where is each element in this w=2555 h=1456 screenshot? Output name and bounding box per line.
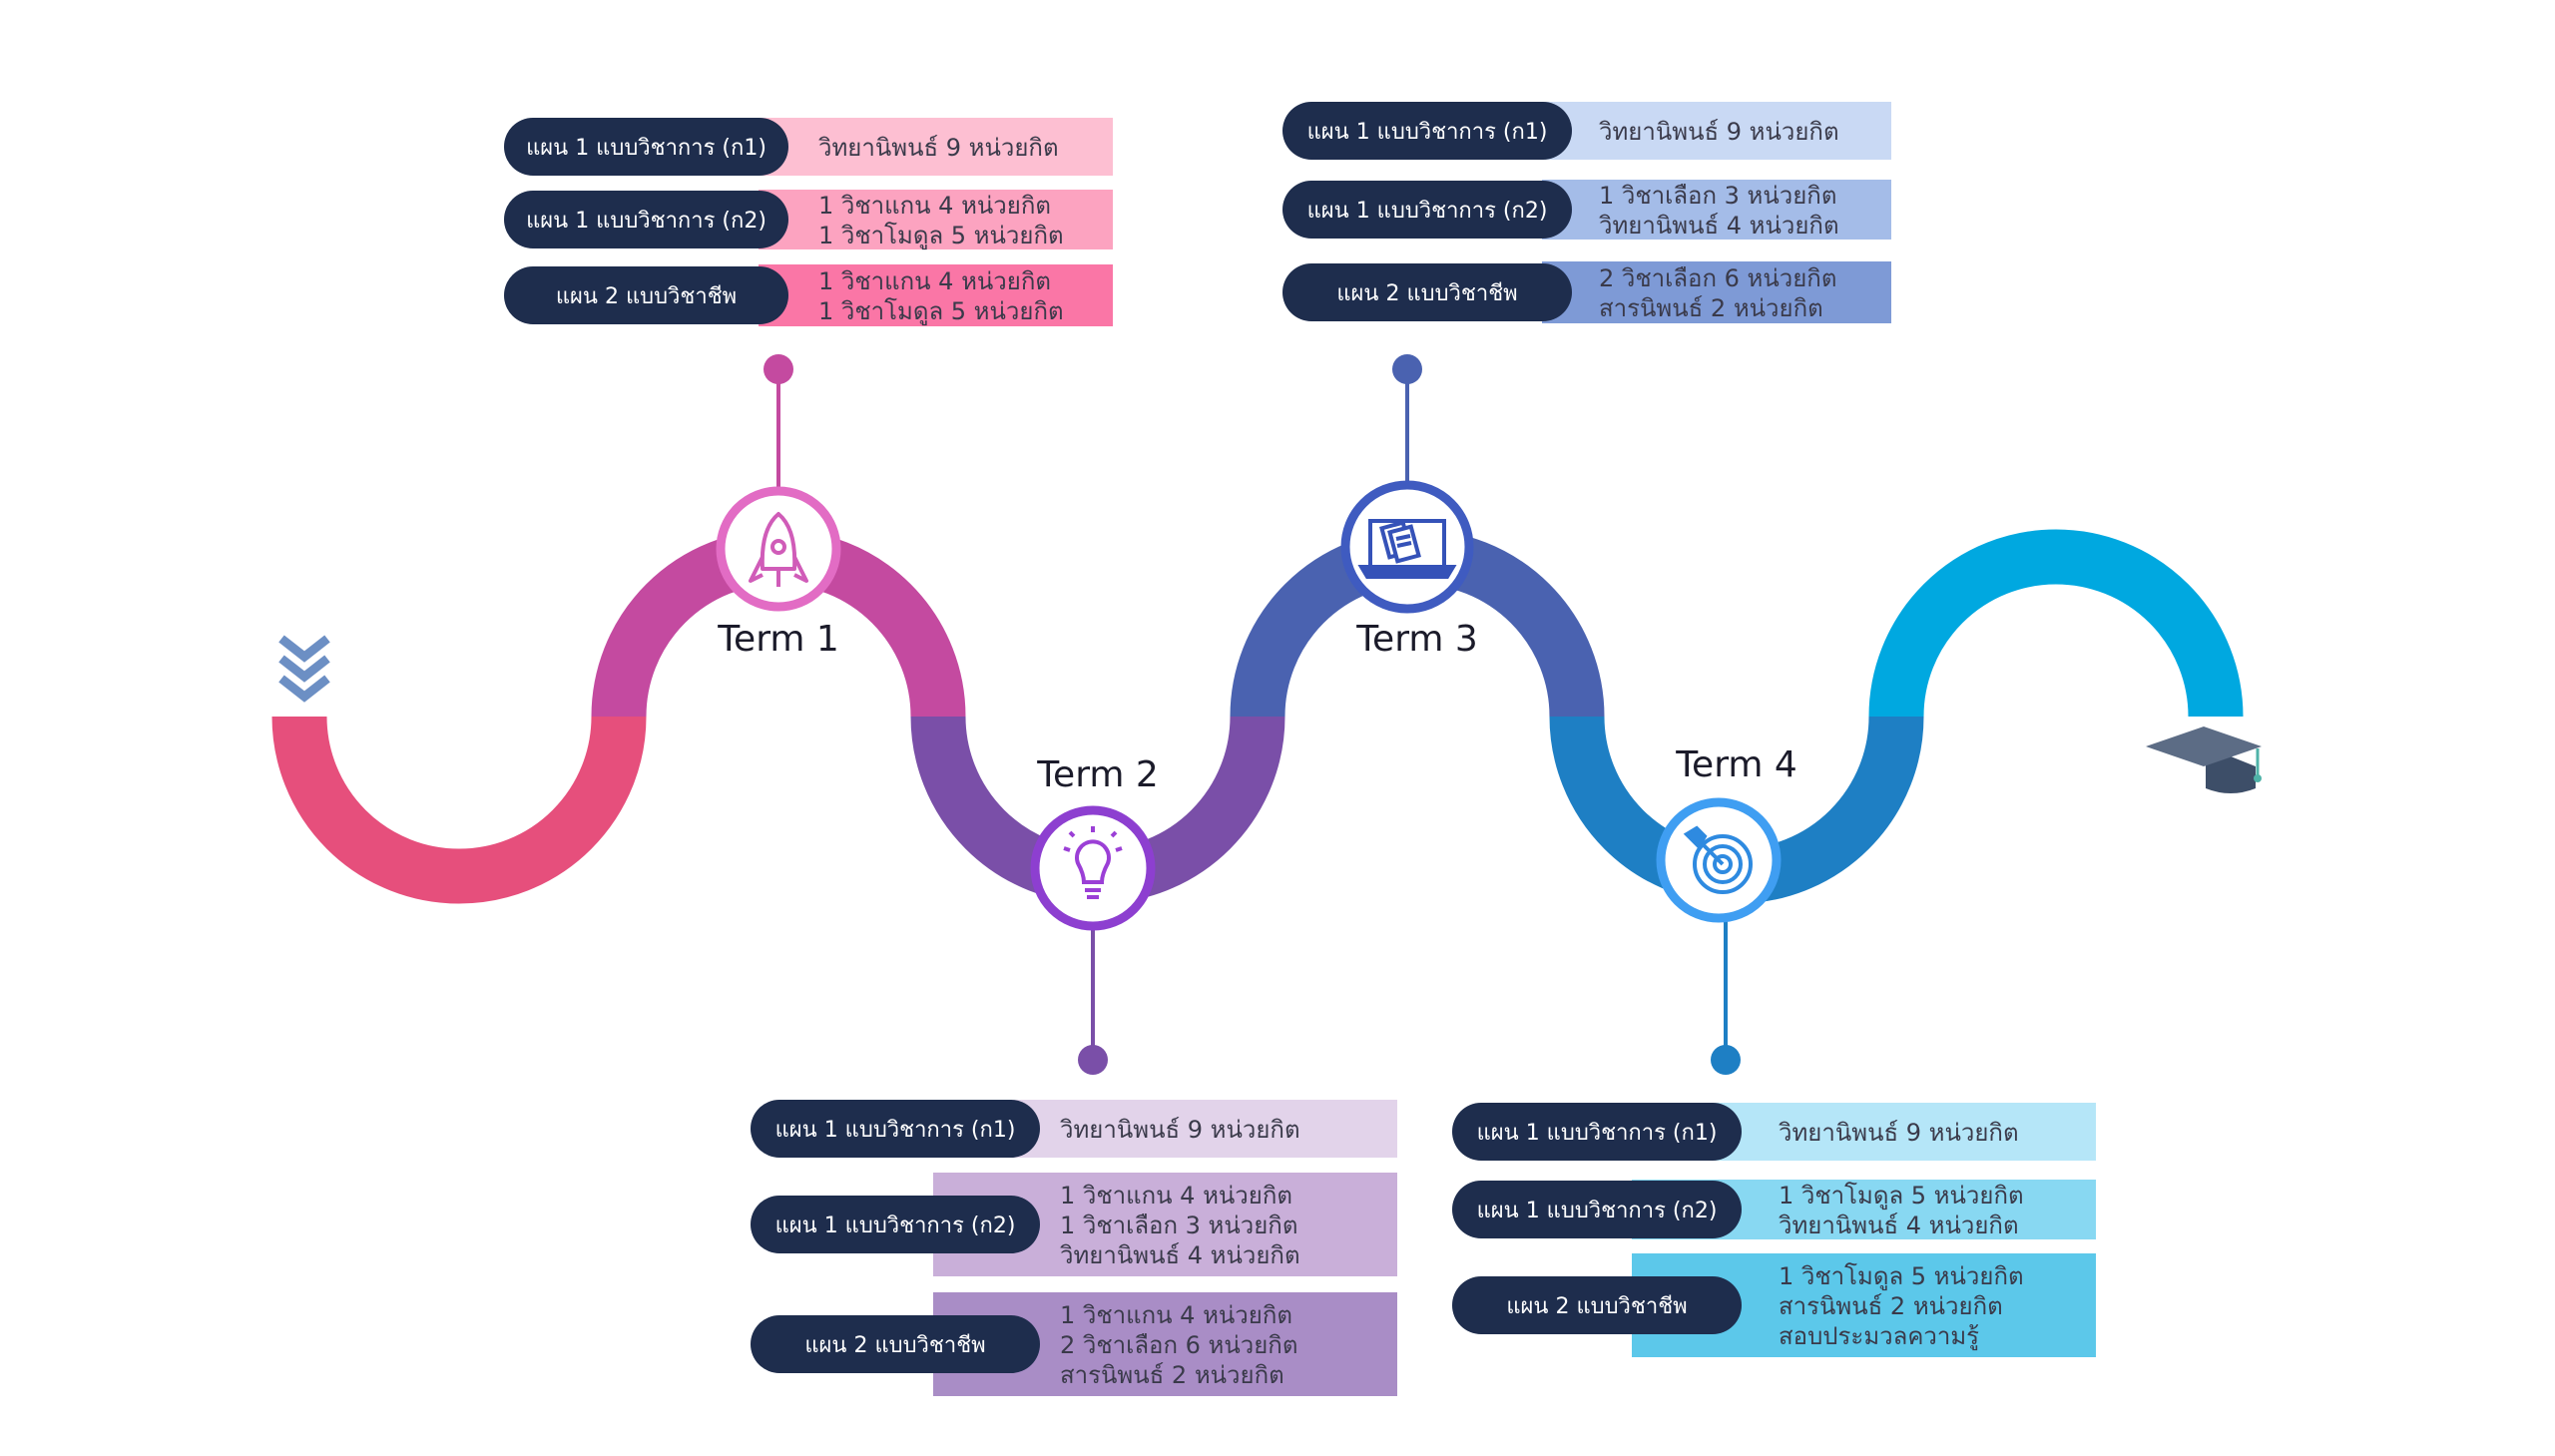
- plan-name-label: แผน 1 แบบวิชาการ (ก1): [1307, 120, 1548, 145]
- plan-detail-line: 1 วิชาโมดูล 5 หน่วยกิต: [1779, 1182, 2024, 1211]
- term3-label: Term 3: [1355, 619, 1478, 660]
- plan-name-pill: [1282, 102, 1572, 160]
- plan-name-label: แผน 1 แบบวิชาการ (ก1): [526, 136, 766, 161]
- target-icon: [1683, 825, 1753, 894]
- plan-detail-line: สารนิพนธ์ 2 หน่วยกิต: [1779, 1292, 2003, 1320]
- term2-node: Term 2: [1030, 754, 1159, 1075]
- term3-node: Term 3: [1340, 354, 1478, 660]
- plan-detail-line: วิทยานิพนธ์ 9 หน่วยกิต: [817, 134, 1058, 162]
- plan-name-label: แผน 2 แบบวิชาชีพ: [556, 284, 737, 309]
- plan-detail-line: วิทยานิพนธ์ 9 หน่วยกิต: [1059, 1116, 1299, 1144]
- plan-name-pill: [1282, 263, 1572, 321]
- term4-node: Term 4: [1656, 744, 1797, 1075]
- plan-detail-line: สารนิพนธ์ 2 หน่วยกิต: [1599, 294, 1823, 322]
- timeline-wave: [271, 529, 2244, 904]
- term4-plan-row: แผน 1 แบบวิชาการ (ก2) 1 วิชาโมดูล 5 หน่วย…: [1452, 1180, 2096, 1239]
- plan-name-label: แผน 2 แบบวิชาชีพ: [1506, 1294, 1687, 1319]
- graduation-cap-icon: [2146, 727, 2262, 793]
- plan-name-label: แผน 2 แบบวิชาชีพ: [1336, 281, 1517, 306]
- plan-name-pill: [751, 1315, 1040, 1373]
- plan-name-label: แผน 1 แบบวิชาการ (ก1): [775, 1118, 1016, 1143]
- term4-plan-row: แผน 2 แบบวิชาชีพ 1 วิชาโมดูล 5 หน่วยกิตสา…: [1452, 1253, 2096, 1357]
- plan-detail-box: [759, 118, 1113, 176]
- plan-detail-line: 2 วิชาเลือก 6 หน่วยกิต: [1060, 1331, 1297, 1359]
- plan-detail-line: 1 วิชาโมดูล 5 หน่วยกิต: [1779, 1262, 2024, 1291]
- plan-detail-line: วิทยานิพนธ์ 4 หน่วยกิต: [1598, 212, 1838, 240]
- term4-label: Term 4: [1675, 744, 1797, 785]
- plan-name-pill: [504, 118, 788, 176]
- plan-name-pill: [1282, 181, 1572, 239]
- wave-segment-end: [1868, 529, 2244, 717]
- term1-node: Term 1: [716, 354, 841, 660]
- plan-detail-line: วิทยานิพนธ์ 4 หน่วยกิต: [1778, 1212, 2018, 1239]
- plan-detail-line: 2 วิชาเลือก 6 หน่วยกิต: [1599, 264, 1836, 292]
- plan-detail-line: 1 วิชาแกน 4 หน่วยกิต: [1060, 1301, 1292, 1329]
- term4-plan-row: แผน 1 แบบวิชาการ (ก1) วิทยานิพนธ์ 9 หน่วย…: [1452, 1103, 2096, 1161]
- plan-name-pill: [1452, 1103, 1742, 1161]
- term3-plan-row: แผน 2 แบบวิชาชีพ 2 วิชาเลือก 6 หน่วยกิตสา…: [1282, 261, 1891, 323]
- chevrons-down-icon: [278, 635, 330, 703]
- term3-plan-row: แผน 1 แบบวิชาการ (ก2) 1 วิชาเลือก 3 หน่วย…: [1282, 180, 1891, 240]
- plan-detail-line: 1 วิชาแกน 4 หน่วยกิต: [818, 267, 1051, 295]
- plan-detail-line: 1 วิชาแกน 4 หน่วยกิต: [1060, 1182, 1292, 1210]
- term1-label: Term 1: [717, 619, 839, 660]
- plan-detail-box: [759, 264, 1113, 326]
- plan-name-pill: [1452, 1181, 1742, 1238]
- rocket-icon: [749, 512, 808, 587]
- plan-detail-line: 1 วิชาเลือก 3 หน่วยกิต: [1060, 1212, 1297, 1239]
- plan-detail-box: [1542, 102, 1891, 160]
- term2-label: Term 2: [1036, 754, 1159, 795]
- laptop-document-icon: [1357, 519, 1457, 579]
- plan-name-label: แผน 1 แบบวิชาการ (ก2): [1307, 199, 1548, 224]
- term1-plan-row: แผน 1 แบบวิชาการ (ก1) วิทยานิพนธ์ 9 หน่วย…: [504, 118, 1113, 176]
- plan-name-pill: [504, 191, 788, 248]
- plan-detail-line: วิทยานิพนธ์ 9 หน่วยกิต: [1598, 118, 1838, 146]
- term2-plan-row: แผน 2 แบบวิชาชีพ 1 วิชาแกน 4 หน่วยกิต2 วิ…: [751, 1292, 1397, 1396]
- plan-name-pill: [504, 266, 788, 324]
- plan-name-pill: [751, 1196, 1040, 1253]
- term-info-cards: แผน 1 แบบวิชาการ (ก1) วิทยานิพนธ์ 9 หน่วย…: [504, 102, 2096, 1396]
- term3-plan-row: แผน 1 แบบวิชาการ (ก1) วิทยานิพนธ์ 9 หน่วย…: [1282, 102, 1891, 160]
- plan-detail-line: 1 วิชาเลือก 3 หน่วยกิต: [1599, 182, 1836, 210]
- plan-name-label: แผน 1 แบบวิชาการ (ก2): [526, 209, 766, 234]
- plan-detail-line: วิทยานิพนธ์ 9 หน่วยกิต: [1778, 1119, 2018, 1147]
- plan-detail-line: สอบประมวลความรู้: [1779, 1322, 1979, 1351]
- term1-plan-row: แผน 1 แบบวิชาการ (ก2) 1 วิชาแกน 4 หน่วยกิ…: [504, 190, 1113, 250]
- plan-name-label: แผน 2 แบบวิชาชีพ: [804, 1333, 985, 1358]
- plan-detail-box: [1542, 180, 1891, 240]
- plan-detail-line: 1 วิชาแกน 4 หน่วยกิต: [818, 192, 1051, 220]
- plan-detail-box: [759, 190, 1113, 249]
- lightbulb-icon: [1063, 826, 1123, 899]
- plan-name-label: แผน 1 แบบวิชาการ (ก2): [775, 1213, 1016, 1238]
- term1-plan-row: แผน 2 แบบวิชาชีพ 1 วิชาแกน 4 หน่วยกิต1 วิ…: [504, 264, 1113, 326]
- plan-detail-line: 1 วิชาโมดูล 5 หน่วยกิต: [818, 222, 1064, 250]
- term2-plan-row: แผน 1 แบบวิชาการ (ก1) วิทยานิพนธ์ 9 หน่วย…: [751, 1100, 1397, 1158]
- term2-plan-row: แผน 1 แบบวิชาการ (ก2) 1 วิชาแกน 4 หน่วยกิ…: [751, 1173, 1397, 1276]
- plan-detail-line: วิทยานิพนธ์ 4 หน่วยกิต: [1059, 1241, 1299, 1269]
- wave-segment-start: [271, 717, 647, 904]
- plan-name-pill: [751, 1100, 1040, 1158]
- plan-detail-line: 1 วิชาโมดูล 5 หน่วยกิต: [818, 297, 1064, 326]
- plan-name-pill: [1452, 1276, 1742, 1334]
- plan-detail-box: [1542, 261, 1891, 323]
- plan-name-label: แผน 1 แบบวิชาการ (ก2): [1477, 1199, 1718, 1223]
- plan-name-label: แผน 1 แบบวิชาการ (ก1): [1477, 1121, 1718, 1146]
- plan-detail-line: สารนิพนธ์ 2 หน่วยกิต: [1060, 1361, 1284, 1389]
